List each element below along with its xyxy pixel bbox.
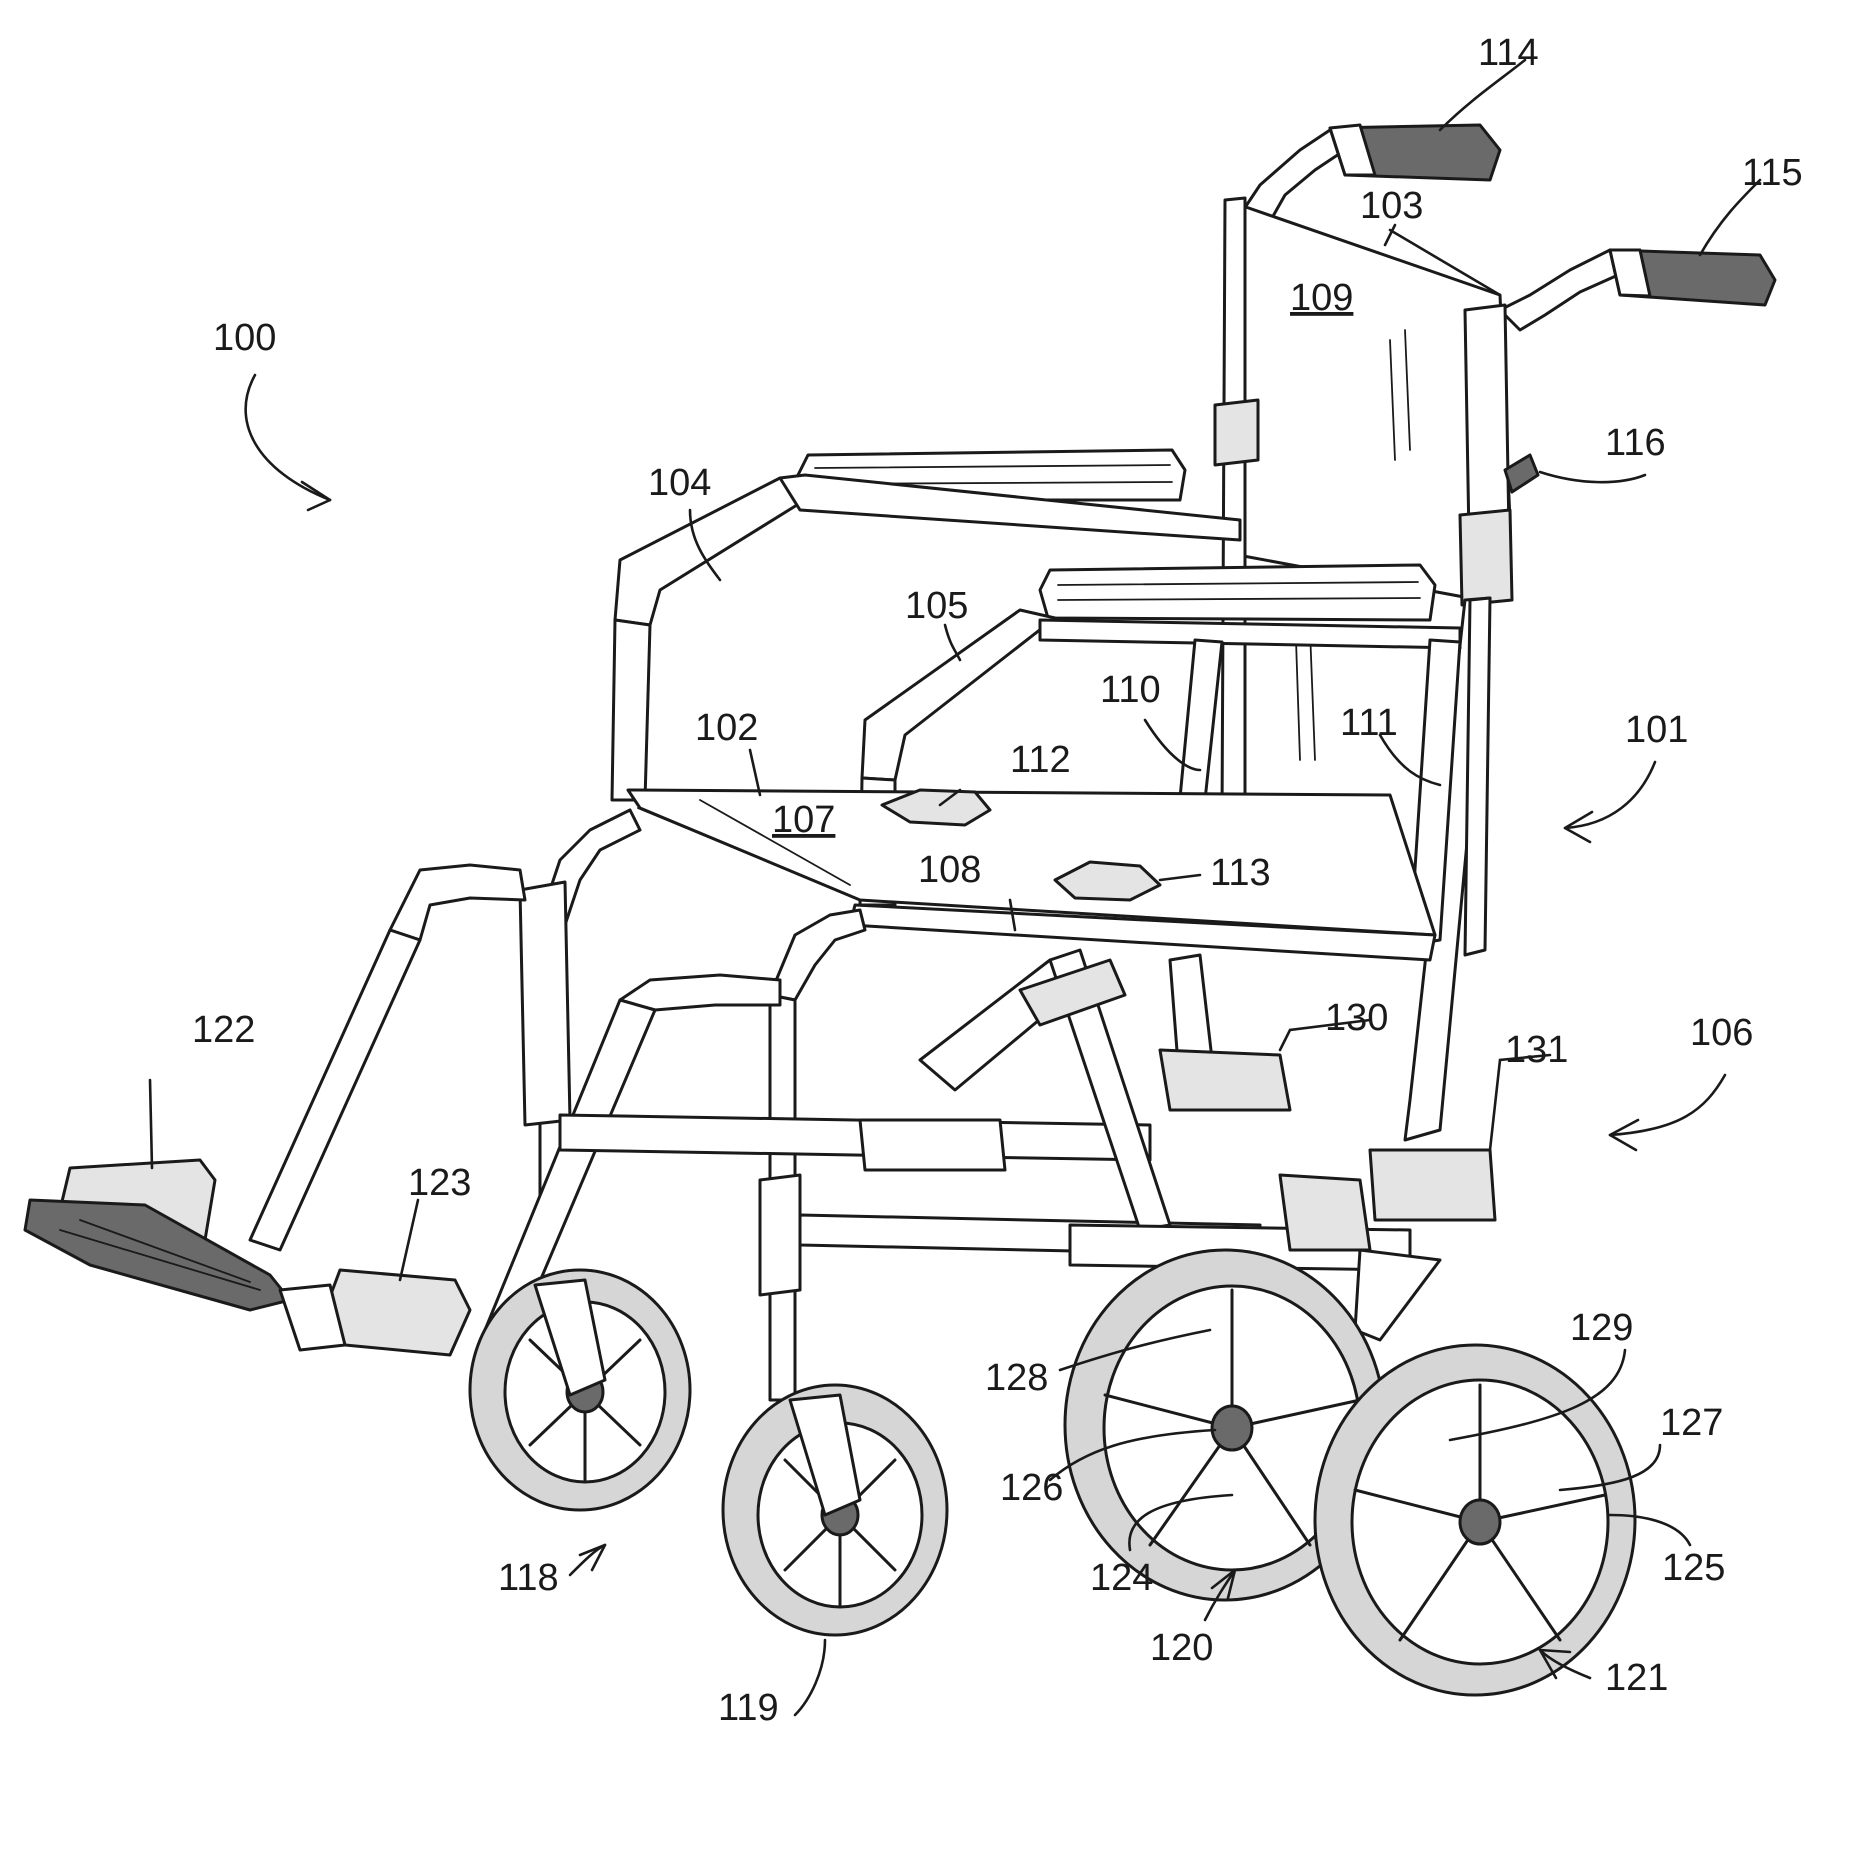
label-109: 109	[1290, 277, 1353, 319]
label-112: 112	[1010, 739, 1071, 781]
label-131: 131	[1505, 1029, 1568, 1071]
seat	[628, 790, 1435, 960]
label-123: 123	[408, 1162, 471, 1204]
rear-wheel-121	[1315, 1345, 1635, 1695]
label-124: 124	[1090, 1557, 1153, 1599]
caster-118	[470, 1270, 690, 1510]
label-115: 115	[1742, 152, 1803, 194]
label-120: 120	[1150, 1627, 1213, 1669]
brake-131	[1370, 1150, 1495, 1220]
brake-130	[1160, 1050, 1290, 1110]
label-130: 130	[1325, 997, 1388, 1039]
label-127: 127	[1660, 1402, 1723, 1444]
label-107: 107	[772, 799, 835, 841]
label-126: 126	[1000, 1467, 1063, 1509]
label-128: 128	[985, 1357, 1048, 1399]
label-101: 101	[1625, 709, 1688, 751]
label-122: 122	[192, 1009, 255, 1051]
label-105: 105	[905, 585, 968, 627]
label-125: 125	[1662, 1547, 1725, 1589]
label-116: 116	[1605, 422, 1666, 464]
label-111: 111	[1340, 702, 1398, 744]
label-104: 104	[648, 462, 711, 504]
label-118: 118	[498, 1557, 559, 1599]
label-121: 121	[1605, 1657, 1668, 1699]
label-102: 102	[695, 707, 758, 749]
label-106: 106	[1690, 1012, 1753, 1054]
label-129: 129	[1570, 1307, 1633, 1349]
label-114: 114	[1478, 32, 1539, 74]
label-103: 103	[1360, 185, 1423, 227]
label-108: 108	[918, 849, 981, 891]
label-119: 119	[718, 1687, 779, 1729]
label-110: 110	[1100, 669, 1161, 711]
caster-119	[723, 1385, 947, 1635]
label-100: 100	[213, 317, 276, 359]
label-113: 113	[1210, 852, 1271, 894]
